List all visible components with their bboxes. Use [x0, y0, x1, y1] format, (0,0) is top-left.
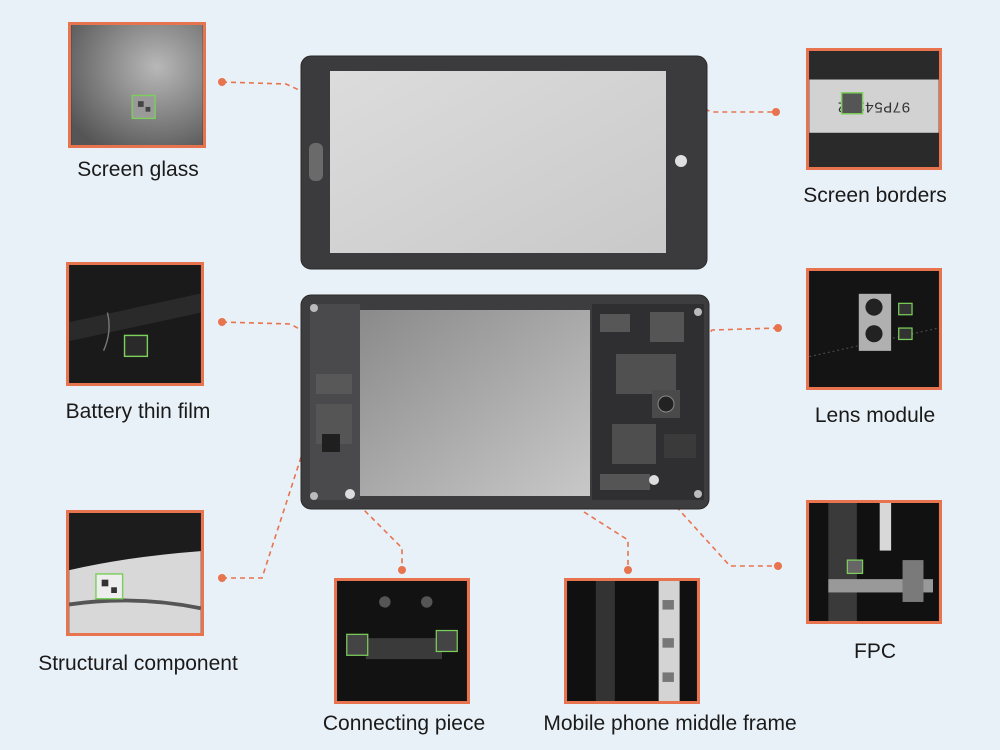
leader-middle-frame — [583, 511, 629, 570]
screen-borders-thumbnail: 97P54132 — [806, 48, 942, 170]
middle-frame-thumbnail — [564, 578, 700, 704]
fpc-label: FPC — [854, 640, 896, 663]
middle-frame-label: Mobile phone middle frame — [543, 712, 797, 735]
phone-front-illustration — [300, 55, 708, 270]
lens-module-thumbnail — [806, 268, 942, 390]
phone-interior-illustration — [300, 294, 710, 510]
battery-thin-film-label: Battery thin film — [65, 400, 211, 423]
connecting-piece-thumbnail — [334, 578, 470, 704]
leader-dot — [218, 78, 226, 86]
lens-module-label: Lens module — [814, 404, 936, 427]
screen-borders-label: Screen borders — [803, 184, 947, 207]
leader-dot — [218, 574, 226, 582]
leader-structural — [222, 447, 305, 579]
connecting-piece-label: Connecting piece — [322, 712, 486, 735]
home-button — [309, 143, 323, 181]
front-camera — [675, 155, 687, 167]
battery-thin-film-thumbnail — [66, 262, 204, 386]
screen-glass-label: Screen glass — [77, 158, 199, 181]
screen-area — [330, 71, 666, 253]
leader-dot — [218, 318, 226, 326]
leader-dot — [772, 108, 780, 116]
structural-component-thumbnail — [66, 510, 204, 636]
fpc-thumbnail — [806, 500, 942, 624]
leader-dot — [398, 566, 406, 574]
leader-dot — [624, 566, 632, 574]
leader-dot — [774, 562, 782, 570]
battery — [360, 310, 590, 496]
leader-dot — [774, 324, 782, 332]
screen-glass-thumbnail — [68, 22, 206, 148]
structural-component-label: Structural component — [38, 652, 238, 675]
